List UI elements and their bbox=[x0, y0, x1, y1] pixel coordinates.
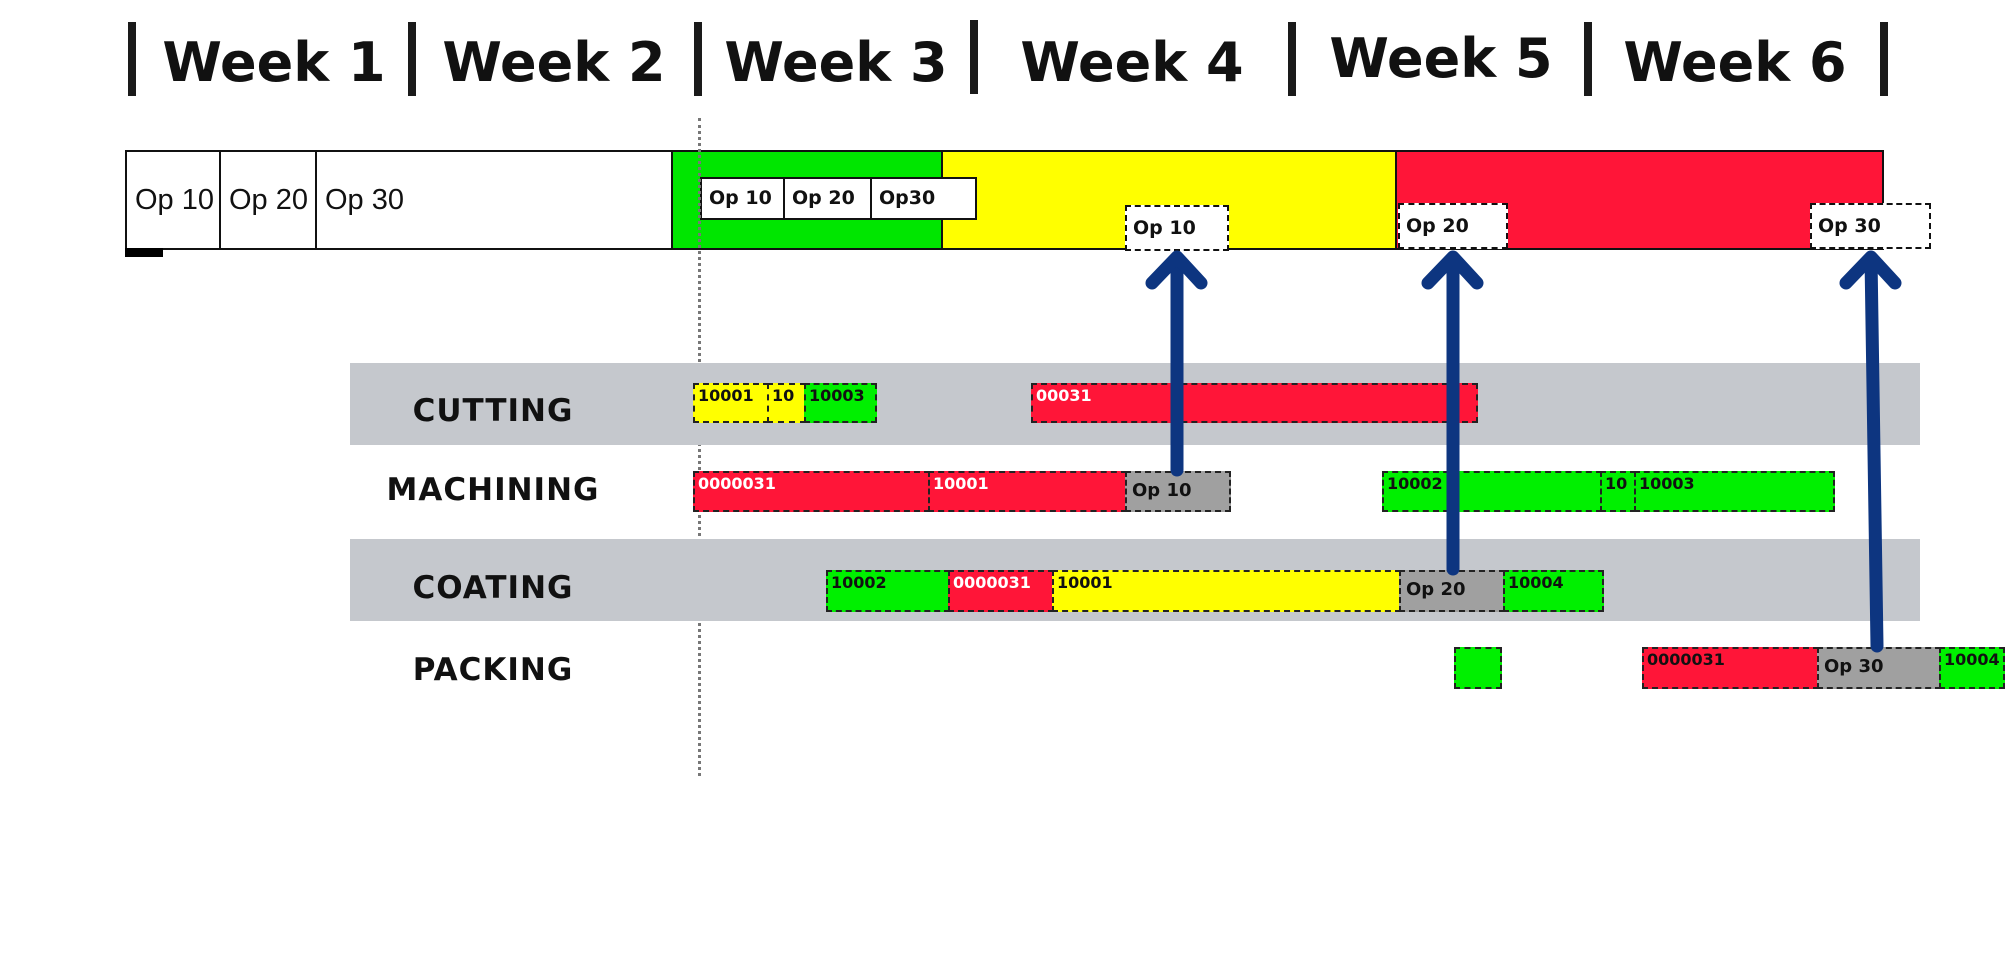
week-1-label: Week 1 bbox=[162, 31, 386, 94]
op-10-callout: Op 10 bbox=[1125, 205, 1229, 251]
current-op-cell: Op 10 bbox=[700, 177, 785, 220]
coating-task[interactable]: 10004 bbox=[1503, 570, 1604, 612]
coating-row-label: COATING bbox=[412, 570, 574, 606]
coating-task[interactable]: 10002 bbox=[826, 570, 950, 612]
completed-op-cell: Op 20 bbox=[221, 150, 317, 250]
machining-task[interactable]: 10 bbox=[1600, 471, 1636, 512]
week-2-label: Week 2 bbox=[442, 31, 666, 94]
machining-task[interactable]: 10001 bbox=[928, 471, 1127, 512]
current-op-cell: Op 20 bbox=[783, 177, 872, 220]
op-30-callout: Op 30 bbox=[1810, 203, 1931, 249]
today-line bbox=[698, 118, 701, 776]
week-6-label: Week 6 bbox=[1623, 31, 1847, 94]
cutting-row-label: CUTTING bbox=[412, 393, 574, 429]
week-3-label: Week 3 bbox=[724, 31, 948, 94]
week-separator bbox=[1880, 22, 1888, 96]
machining-op10-task[interactable]: Op 10 bbox=[1125, 471, 1231, 512]
packing-row-label: PACKING bbox=[412, 652, 574, 688]
op-20-callout: Op 20 bbox=[1398, 203, 1508, 249]
bar-left-tick bbox=[125, 248, 163, 257]
packing-task[interactable]: 10004 bbox=[1939, 647, 2005, 689]
machining-task[interactable]: 0000031 bbox=[693, 471, 930, 512]
packing-task[interactable] bbox=[1454, 647, 1502, 689]
week-separator bbox=[408, 22, 416, 96]
cutting-task[interactable]: 10003 bbox=[804, 383, 877, 423]
red-segment bbox=[1395, 150, 1884, 250]
machining-task[interactable]: 10003 bbox=[1634, 471, 1835, 512]
cutting-task[interactable]: 10001 bbox=[693, 383, 769, 423]
coating-task[interactable]: 0000031 bbox=[948, 570, 1054, 612]
week-separator bbox=[128, 22, 136, 96]
packing-op30-task[interactable]: Op 30 bbox=[1817, 647, 1941, 689]
machining-row-label: MACHINING bbox=[386, 472, 600, 508]
completed-op-cell: Op 10 bbox=[127, 150, 221, 250]
coating-op20-task[interactable]: Op 20 bbox=[1399, 570, 1505, 612]
completed-op-cell: Op 30 bbox=[325, 184, 404, 216]
cutting-task[interactable]: 10 bbox=[767, 383, 806, 423]
completed-segment bbox=[125, 150, 673, 250]
week-5-label: Week 5 bbox=[1329, 27, 1553, 90]
current-op-cell: Op30 bbox=[870, 177, 977, 220]
packing-task[interactable]: 0000031 bbox=[1642, 647, 1819, 689]
cutting-task[interactable]: 00031 bbox=[1031, 383, 1478, 423]
week-separator bbox=[1584, 22, 1592, 96]
week-separator bbox=[970, 20, 978, 94]
week-4-label: Week 4 bbox=[1020, 31, 1244, 94]
week-separator bbox=[694, 22, 702, 96]
machining-task[interactable]: 10002 bbox=[1382, 471, 1602, 512]
coating-task[interactable]: 10001 bbox=[1052, 570, 1401, 612]
week-separator bbox=[1288, 22, 1296, 96]
